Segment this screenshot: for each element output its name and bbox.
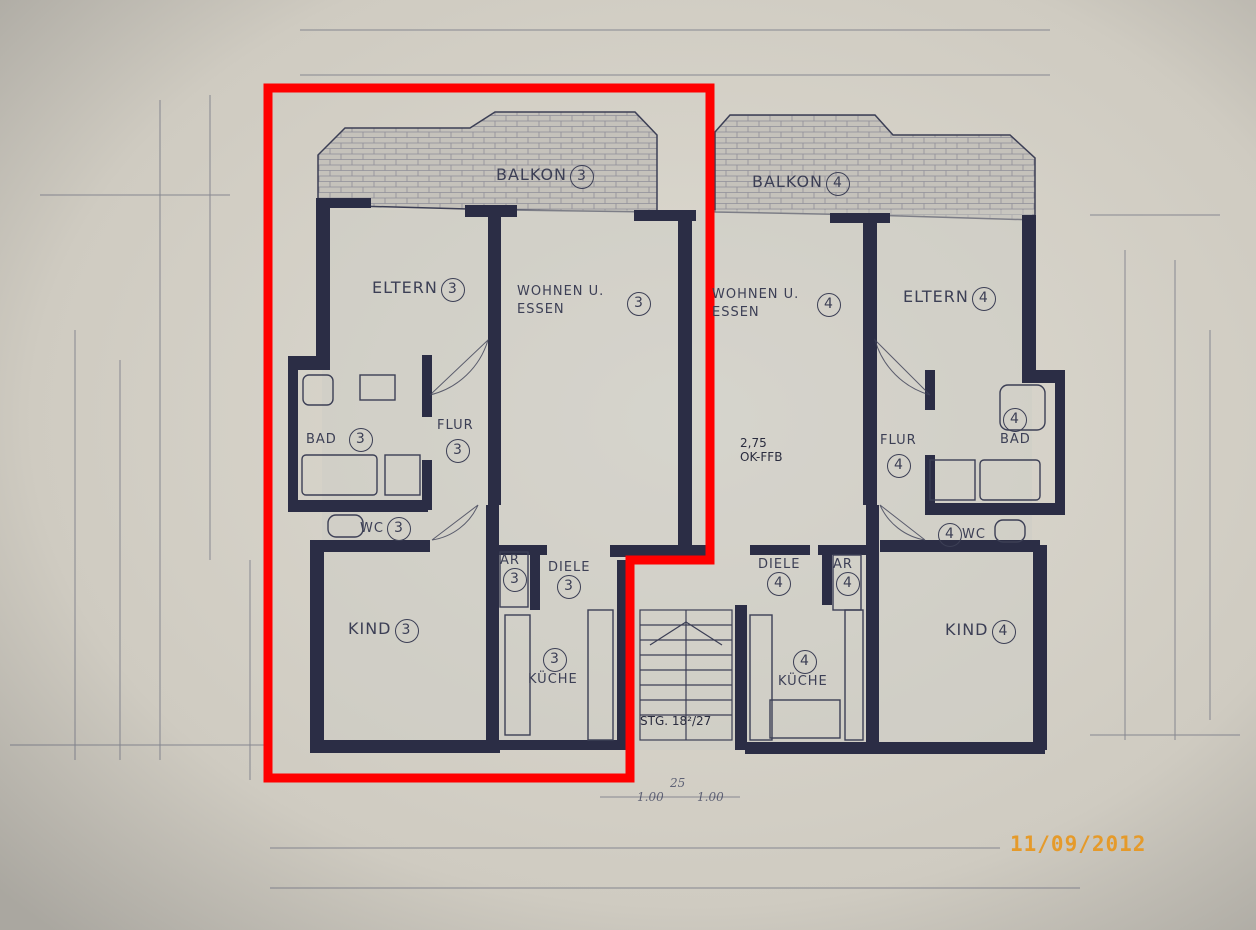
room-name: WC [962,527,986,542]
room-name: BAD [306,432,337,447]
stair-spec-label: STG. 18²/27 [640,714,712,728]
unit-number-badge: 4 [793,650,817,674]
balcony-text-right: BALKON [752,172,824,191]
flur-label-left: FLUR 3 [437,418,474,463]
room-name: AR [833,557,853,572]
room-name: ELTERN [372,278,438,297]
wohnen-number-right: 4 [814,293,841,317]
room-name-line2: ESSEN [712,305,760,320]
unit-number-badge: 3 [503,568,527,592]
room-name: WC [360,521,384,536]
bottom-dimension-2: 25 [670,776,686,790]
room-name: KIND [348,619,392,638]
room-name-line1: WOHNEN U. [517,284,605,299]
flur-label-right: FLUR 4 [880,433,917,478]
bottom-dimension-1: 1.00 [637,790,664,804]
bottom-dimension-3: 1.00 [697,790,724,804]
unit-number-badge: 3 [627,292,651,316]
balcony-left-slab [317,111,658,213]
unit-number-badge: 4 [971,287,996,311]
unit-number-badge: 3 [440,278,465,302]
room-name: FLUR [437,418,474,433]
room-name: FLUR [880,433,917,448]
unit-number-badge: 3 [446,439,470,463]
balcony-text-left: BALKON [496,165,568,184]
room-name: DIELE [548,560,591,575]
unit-number-badge: 4 [826,172,851,196]
unit-number-badge: 3 [557,575,581,599]
room-name: DIELE [758,557,801,572]
unit-number-badge: 4 [767,572,791,596]
unit-number-badge: 4 [836,572,860,596]
room-name-line1: WOHNEN U. [712,287,800,302]
unit-number-badge: 3 [394,619,419,643]
door-swings [429,338,931,541]
wohnen-label-right: WOHNEN U. ESSEN [712,286,799,322]
unit-number-badge: 3 [543,648,567,672]
elevation-reference: OK-FFB [740,450,783,464]
wohnen-number-left: 3 [624,292,651,316]
dimension-lines [10,29,1240,889]
unit-number-badge: 4 [991,620,1016,644]
unit-number-badge: 4 [1003,408,1027,432]
unit-number-badge: 4 [817,293,841,317]
wohnen-label-left: WOHNEN U. ESSEN [517,283,604,319]
balcony-right-slab [714,114,1036,221]
room-name: BAD [1000,432,1031,447]
unit-number-badge: 3 [348,428,373,452]
unit-number-badge: 3 [386,517,411,541]
staircase [639,609,733,741]
room-name: KÜCHE [528,672,578,687]
room-name: AR [500,553,520,568]
unit-number-badge: 4 [887,454,911,478]
room-name: KÜCHE [778,674,828,689]
room-name: KIND [945,620,989,639]
unit-number-badge: 4 [938,523,962,547]
fixtures [301,374,1046,741]
date-stamp: 11/09/2012 [1010,832,1147,856]
room-name: ELTERN [903,287,969,306]
unit-number-badge: 3 [570,165,595,189]
elevation-value: 2,75 [740,436,767,450]
bad-label-left: BAD 3 [306,428,373,452]
room-name-line2: ESSEN [517,302,565,317]
highlight-outline-apartment-3 [263,83,715,783]
